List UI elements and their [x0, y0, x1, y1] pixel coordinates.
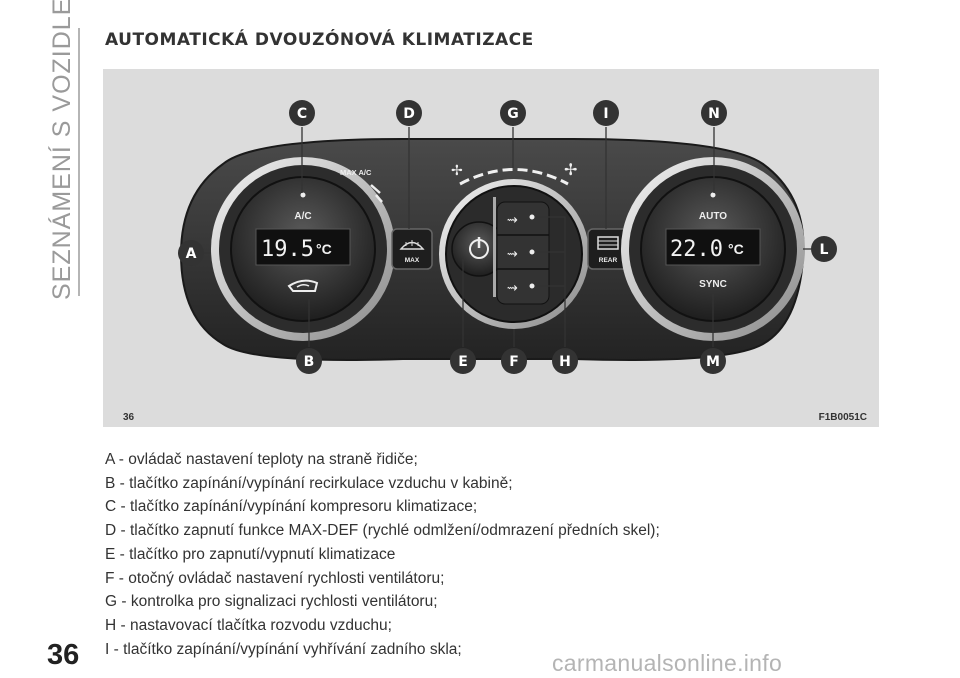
sidebar-divider: [78, 28, 80, 296]
svg-text:I: I: [603, 106, 608, 122]
windshield-feet-icon: ⇝: [507, 213, 518, 228]
recirculation-icon: [287, 279, 319, 292]
svg-text:N: N: [708, 106, 720, 122]
svg-text:G: G: [507, 106, 519, 122]
svg-text:B: B: [304, 354, 315, 370]
legend-item: G - kontrolka pro signalizaci rychlosti …: [105, 593, 438, 611]
svg-text:H: H: [559, 354, 571, 370]
page-number: 36: [47, 639, 80, 671]
svg-text:L: L: [820, 242, 829, 258]
figure-code: F1B0051C: [818, 412, 867, 423]
callout-e: E: [450, 348, 476, 374]
fan-low-icon: ✢: [451, 163, 463, 179]
callout-m: M: [700, 348, 726, 374]
max-label: MAX: [405, 257, 420, 264]
right-temp-unit: °C: [728, 241, 744, 257]
fan-high-icon: ✢: [564, 160, 577, 179]
climate-panel-illustration: A/C 19.5 °C MAX A/C MAX ✢ ✢ ⇝: [178, 100, 837, 374]
legend-list: A - ovládač nastavení teploty na straně …: [105, 448, 865, 661]
callout-n: N: [701, 100, 727, 126]
air-distribution-buttons: [496, 201, 550, 305]
watermark: carmanualsonline.info: [552, 650, 783, 676]
sidebar-section-title: SEZNÁMENÍ S VOZIDLEM: [48, 0, 76, 300]
right-temp-value: 22.0: [670, 237, 723, 262]
legend-item: H - nastavovací tlačítka rozvodu vzduchu…: [105, 616, 392, 634]
callout-i: I: [593, 100, 619, 126]
climate-control-figure: A/C 19.5 °C MAX A/C MAX ✢ ✢ ⇝: [103, 69, 879, 427]
svg-text:M: M: [706, 354, 720, 370]
auto-label: AUTO: [699, 211, 727, 222]
feet-vent-icon: ⇝: [507, 281, 518, 296]
left-temp-unit: °C: [316, 241, 332, 257]
legend-item: A - ovládač nastavení teploty na straně …: [105, 451, 418, 468]
callout-h: H: [552, 348, 578, 374]
left-temp-value: 19.5: [261, 237, 314, 262]
legend-item: D - tlačítko zapnutí funkce MAX-DEF (ryc…: [105, 522, 660, 540]
callout-a: A: [178, 240, 204, 266]
callouts: C D G I N A L B E F H M: [178, 100, 837, 374]
rear-label: REAR: [599, 257, 618, 264]
legend-item: I - tlačítko zapínání/vypínání vyhřívání…: [105, 640, 462, 658]
ac-label: A/C: [294, 211, 311, 222]
callout-b: B: [296, 348, 322, 374]
callout-g: G: [500, 100, 526, 126]
svg-text:E: E: [458, 354, 468, 370]
svg-text:A: A: [186, 246, 197, 262]
svg-text:D: D: [403, 106, 415, 122]
max-ac-label: MAX A/C: [340, 168, 372, 177]
legend-item: F - otočný ovládač nastavení rychlosti v…: [105, 569, 445, 587]
svg-text:C: C: [297, 106, 307, 122]
right-temp-display: [665, 228, 761, 266]
sync-label: SYNC: [699, 279, 727, 290]
legend-item: E - tlačítko pro zapnutí/vypnutí klimati…: [105, 545, 396, 563]
figure-number: 36: [123, 412, 135, 423]
svg-text:F: F: [509, 354, 519, 370]
legend-item: B - tlačítko zapínání/vypínání recirkula…: [105, 474, 513, 492]
callout-c: C: [289, 100, 315, 126]
left-temp-display: [255, 228, 351, 266]
callout-f: F: [501, 348, 527, 374]
callout-l: L: [811, 236, 837, 262]
face-vent-icon: ⇝: [507, 247, 518, 262]
section-title: AUTOMATICKÁ DVOUZÓNOVÁ KLIMATIZACE: [105, 30, 534, 50]
callout-d: D: [396, 100, 422, 126]
legend-item: C - tlačítko zapínání/vypínání kompresor…: [105, 498, 478, 516]
